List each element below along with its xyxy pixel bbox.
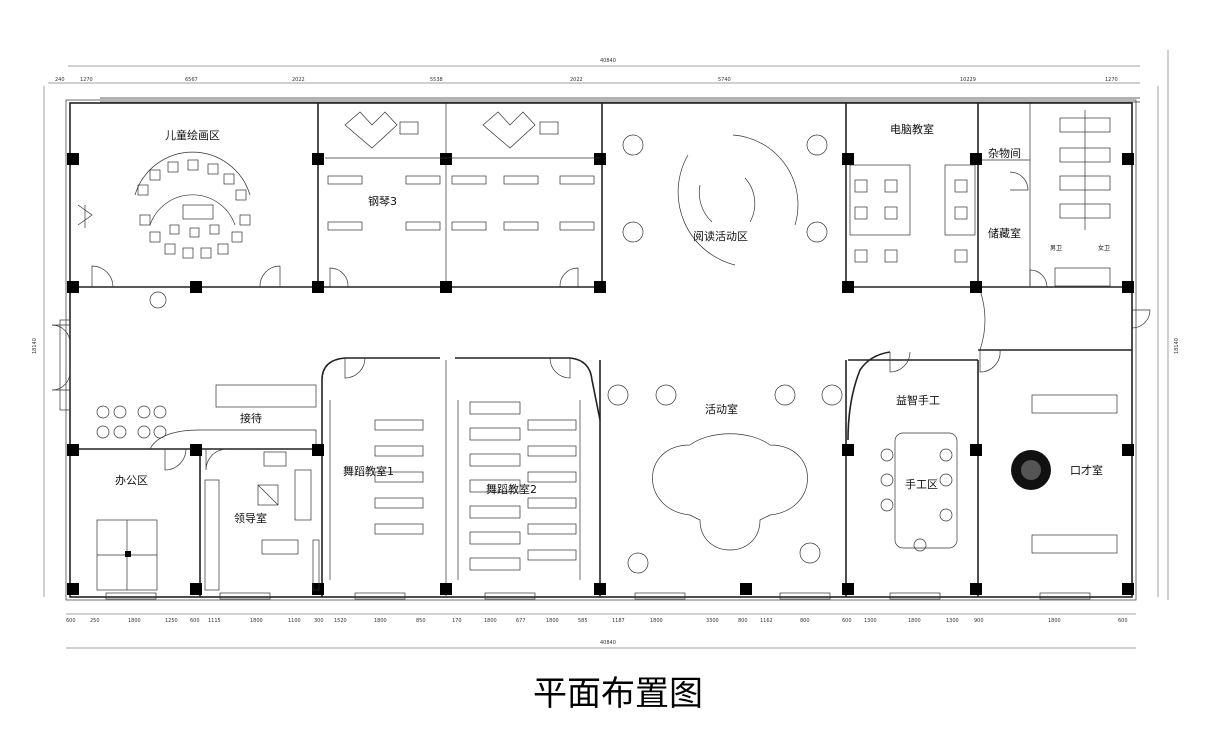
restroom-fixtures	[1054, 110, 1111, 287]
dimension-bottom-values: 600 250 1800 1250 600 1115 1800 1100 300…	[66, 618, 1128, 624]
dim-bottom-7: 1100	[288, 618, 301, 624]
label-storage: 杂物间	[988, 146, 1021, 160]
dim-bottom-8: 300	[314, 618, 324, 624]
label-dance2: 舞蹈教室2	[486, 482, 537, 496]
label-female-wc: 女卫	[1098, 244, 1110, 252]
windows	[59, 319, 1091, 600]
dim-bottom-4: 600	[190, 618, 200, 624]
dim-overall-top: 40840	[600, 58, 616, 64]
label-reception: 接待	[240, 411, 262, 425]
dim-bottom-20: 800	[738, 618, 748, 624]
dim-overall-left: 18140	[32, 338, 38, 354]
dim-bottom-13: 1800	[484, 618, 497, 624]
label-office: 办公区	[115, 474, 148, 487]
dim-bottom-0: 600	[66, 618, 76, 624]
activity-furniture	[607, 384, 843, 574]
dimension-top: 40840	[48, 58, 1140, 103]
columns	[67, 153, 1134, 595]
outer-walls	[65, 99, 1137, 601]
dim-bottom-2: 1800	[128, 618, 141, 624]
dim-overall-bottom: 40840	[600, 640, 616, 646]
label-leader: 领导室	[234, 511, 267, 525]
dim-top-7: 10229	[960, 77, 976, 83]
label-male-wc: 男卫	[1050, 245, 1062, 252]
label-dance1: 舞蹈教室1	[343, 464, 394, 478]
label-activity: 活动室	[705, 402, 738, 416]
dim-bottom-27: 900	[974, 618, 984, 624]
dim-bottom-3: 1250	[165, 618, 178, 624]
dim-top-4: 5538	[430, 77, 443, 83]
dim-top-6: 5740	[718, 77, 731, 83]
reading-furniture	[622, 134, 828, 266]
dim-bottom-26: 1300	[946, 618, 959, 624]
dim-bottom-28: 1800	[1048, 618, 1061, 624]
label-handcraft: 手工区	[905, 477, 938, 491]
dimension-bottom: 40840	[66, 613, 1136, 649]
label-craft: 益智手工	[896, 393, 940, 407]
label-eloquence: 口才室	[1070, 463, 1103, 477]
dim-bottom-11: 850	[416, 618, 426, 624]
computer-furniture	[849, 164, 976, 263]
dim-bottom-9: 1520	[334, 618, 347, 624]
interior-walls	[70, 103, 1132, 597]
dim-bottom-10: 1800	[374, 618, 387, 624]
dim-top-0: 240	[55, 77, 65, 83]
eloquence-furniture	[1011, 394, 1118, 554]
dim-bottom-14: 677	[516, 618, 526, 624]
office-furniture	[96, 291, 320, 591]
dim-bottom-22: 800	[800, 618, 810, 624]
label-reading: 阅读活动区	[693, 229, 748, 243]
piano-furniture	[325, 111, 600, 231]
dimension-sides: 18140 18140	[32, 50, 1180, 600]
label-computer: 电脑教室	[890, 122, 934, 136]
dim-bottom-5: 1115	[208, 618, 221, 624]
dim-bottom-23: 600	[842, 618, 852, 624]
dim-bottom-1: 250	[90, 618, 100, 624]
dim-bottom-15: 1800	[546, 618, 559, 624]
dim-top-5: 2022	[570, 77, 583, 83]
dim-bottom-21: 1162	[760, 618, 773, 624]
dim-bottom-25: 1800	[908, 618, 921, 624]
dim-bottom-17: 1187	[612, 618, 625, 624]
drawing-title: 平面布置图	[533, 674, 703, 714]
dim-bottom-29: 600	[1118, 618, 1128, 624]
doors	[51, 171, 1151, 471]
label-piano: 钢琴3	[368, 195, 397, 208]
dim-bottom-18: 1800	[650, 618, 663, 624]
room-labels: 儿童绘画区 钢琴3 阅读活动区 电脑教室 杂物间 储藏室 男卫 女卫 接待 办公…	[115, 122, 1110, 525]
dance-furniture	[329, 400, 581, 580]
label-storage2: 储藏室	[988, 226, 1021, 240]
dim-top-3: 2022	[292, 77, 305, 83]
dim-bottom-6: 1800	[250, 618, 263, 624]
dim-top-2: 6567	[185, 77, 198, 83]
painting-area-furniture	[77, 151, 251, 259]
craft-furniture	[880, 432, 958, 552]
dim-top-8: 1270	[1105, 77, 1118, 83]
dim-top-1: 1270	[80, 77, 93, 83]
dimension-top-values: 240 1270 6567 2022 5538 2022 5740 10229 …	[55, 77, 1118, 83]
dim-bottom-24: 1300	[864, 618, 877, 624]
dim-bottom-19: 3300	[706, 618, 719, 624]
dim-bottom-12: 170	[452, 618, 462, 624]
dim-overall-right: 18140	[1174, 338, 1180, 354]
dim-bottom-16: 585	[578, 618, 588, 624]
label-children-painting: 儿童绘画区	[165, 128, 220, 142]
